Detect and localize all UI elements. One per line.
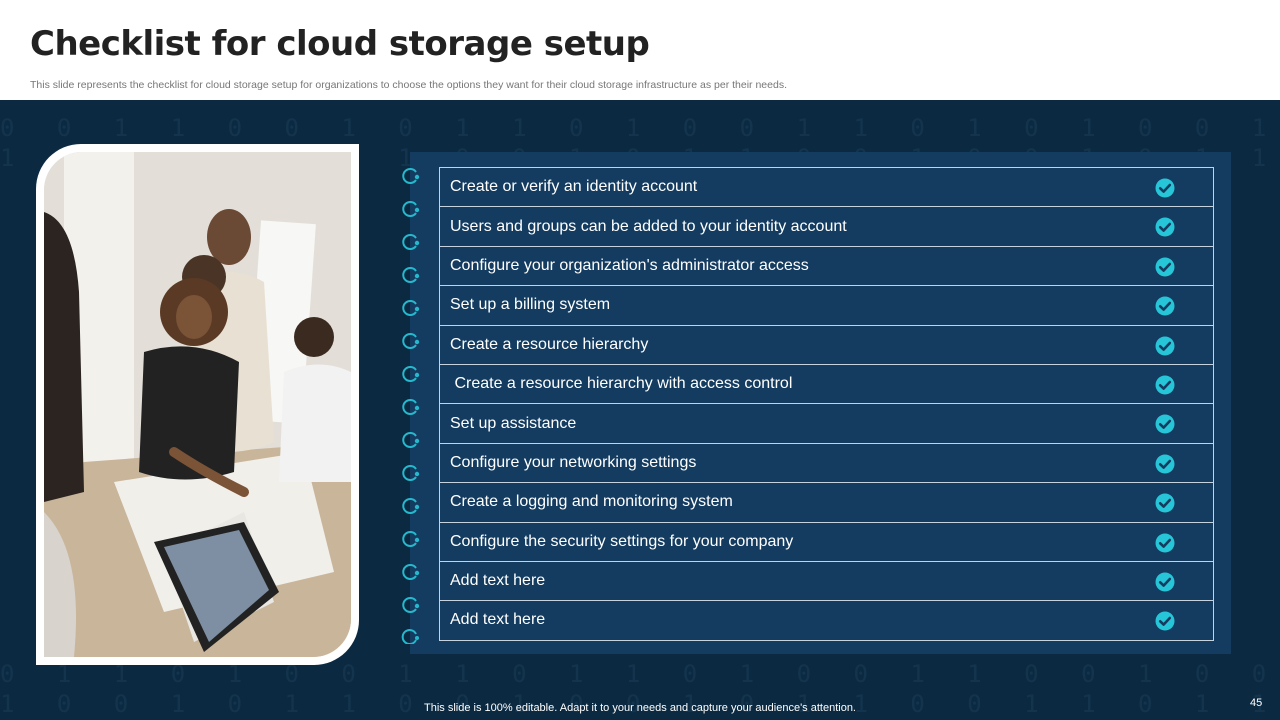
slide-subtitle: This slide represents the checklist for …: [30, 79, 787, 91]
checklist-item: Set up assistance: [440, 404, 1213, 444]
check-circle-icon: [1155, 296, 1175, 316]
checklist-item: Configure your organization's administra…: [440, 247, 1213, 287]
check-circle-icon: [1155, 178, 1175, 198]
checklist-item: Create a resource hierarchy: [440, 326, 1213, 365]
checklist-item-label: Users and groups can be added to your id…: [450, 217, 847, 235]
checklist-item-label: Set up assistance: [450, 414, 577, 432]
check-circle-icon: [1155, 572, 1175, 592]
check-circle-icon: [1155, 611, 1175, 631]
check-circle-icon: [1155, 414, 1175, 434]
checklist-item-label: Add text here: [450, 611, 546, 629]
checklist-item: Users and groups can be added to your id…: [440, 207, 1213, 247]
checklist-item-label: Configure your networking settings: [450, 453, 697, 471]
checklist-panel: [410, 152, 1231, 654]
check-circle-icon: [1155, 533, 1175, 553]
checklist-item: Configure the security settings for your…: [440, 523, 1213, 562]
check-circle-icon: [1155, 454, 1175, 474]
binary-pattern: 1 0 0 1 0 1 1 0 0 1 0 0 1 0 1 1 0 0 1 1 …: [0, 690, 1280, 718]
checklist-item: Create or verify an identity account: [440, 168, 1213, 208]
binary-pattern: 0 0 1 1 0 0 1 0 1 1 0 1 0 0 1 1 0 1 0 1 …: [0, 114, 1280, 142]
footer-note: This slide is 100% editable. Adapt it to…: [424, 702, 856, 714]
checklist-item-label: Create or verify an identity account: [450, 178, 698, 196]
check-circle-icon: [1155, 375, 1175, 395]
check-circle-icon: [1155, 257, 1175, 277]
checklist-item: Configure your networking settings: [440, 444, 1213, 484]
checklist-item-label: Set up a billing system: [450, 296, 611, 314]
checklist-item: Create a logging and monitoring system: [440, 483, 1213, 523]
checklist-item: Create a resource hierarchy with access …: [440, 365, 1213, 405]
check-circle-icon: [1155, 493, 1175, 513]
page-number: 45: [1250, 697, 1263, 709]
checklist-item-label: Create a resource hierarchy with access …: [450, 375, 793, 393]
slide-header: Checklist for cloud storage setup This s…: [0, 0, 1280, 100]
team-photo-frame: [36, 144, 359, 665]
checklist-item-label: Configure your organization's administra…: [450, 256, 809, 274]
checklist-item: Set up a billing system: [440, 286, 1213, 326]
team-photo: [44, 152, 351, 657]
checklist-item-label: Create a resource hierarchy: [450, 335, 649, 353]
checklist-item-label: Add text here: [450, 572, 546, 590]
slide-title: Checklist for cloud storage setup: [30, 24, 650, 64]
checklist-item: Add text here: [440, 562, 1213, 602]
checklist-item: Add text here: [440, 601, 1213, 641]
team-photo-illustration: [44, 152, 351, 657]
notebook-rings: [401, 168, 420, 644]
checklist-item-label: Create a logging and monitoring system: [450, 493, 733, 511]
check-circle-icon: [1155, 336, 1175, 356]
check-circle-icon: [1155, 217, 1175, 237]
checklist-item-label: Configure the security settings for your…: [450, 532, 794, 550]
